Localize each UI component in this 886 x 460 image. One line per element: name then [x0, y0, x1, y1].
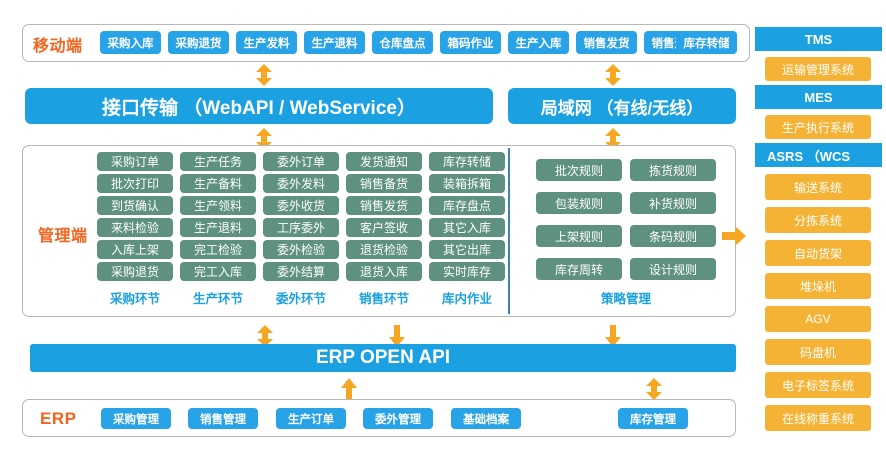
mgmt-c1-item-4[interactable]: 完工检验 [180, 240, 256, 259]
mgmt-c0-item-5[interactable]: 采购退货 [97, 262, 173, 281]
strategy-item-0[interactable]: 批次规则 [536, 159, 622, 181]
mobile-button-7[interactable]: 销售发货 [576, 31, 637, 54]
right-block-automated-rack[interactable]: 自动货架 [765, 240, 871, 266]
mgmt-c2-item-1[interactable]: 委外发料 [263, 174, 339, 193]
right-block-tms[interactable]: TMS [755, 27, 882, 51]
mgmt-c3-item-2[interactable]: 销售发货 [346, 196, 422, 215]
mgmt-c4-item-3[interactable]: 其它入库 [429, 218, 505, 237]
mgmt-c1-item-0[interactable]: 生产任务 [180, 152, 256, 171]
mgmt-c3-item-4[interactable]: 退货检验 [346, 240, 422, 259]
right-block-online-weighing-system[interactable]: 在线称重系统 [765, 405, 871, 431]
mgmt-c1-caption: 生产环节 [192, 292, 243, 306]
strategy-item-7[interactable]: 设计规则 [630, 258, 716, 280]
mgmt-c4-caption: 库内作业 [441, 292, 492, 306]
erp-button-4[interactable]: 基础档案 [451, 408, 521, 429]
strategy-item-5[interactable]: 条码规则 [630, 225, 716, 247]
arrow-api-to-management-icon [255, 128, 273, 150]
right-block-palletizer[interactable]: 码盘机 [765, 339, 871, 365]
erp-open-api-bar: ERP OPEN API [30, 344, 736, 372]
mobile-button-2[interactable]: 生产发料 [236, 31, 297, 54]
erp-button-0[interactable]: 采购管理 [101, 408, 171, 429]
strategy-caption: 策略管理 [600, 292, 651, 306]
management-strategy-divider [508, 148, 510, 314]
right-block-mes[interactable]: MES [755, 85, 882, 109]
erp-button-2[interactable]: 生产订单 [276, 408, 346, 429]
mgmt-c4-item-2[interactable]: 库存盘点 [429, 196, 505, 215]
strategy-item-6[interactable]: 库存周转 [536, 258, 622, 280]
mgmt-c2-item-3[interactable]: 工序委外 [263, 218, 339, 237]
right-block-asrs-wcs[interactable]: ASRS （WCS [755, 143, 882, 167]
right-block-electronic-label-system[interactable]: 电子标签系统 [765, 372, 871, 398]
right-block-mes-subtitle[interactable]: 生产执行系统 [765, 115, 871, 139]
mgmt-c0-item-0[interactable]: 采购订单 [97, 152, 173, 171]
erp-panel-label: ERP [40, 409, 77, 428]
right-block-agv[interactable]: AGV [765, 306, 871, 332]
mgmt-c3-item-5[interactable]: 退货入库 [346, 262, 422, 281]
mgmt-c3-caption: 销售环节 [358, 292, 409, 306]
right-block-sorting-system[interactable]: 分拣系统 [765, 207, 871, 233]
arrow-mobile-to-lan-icon [604, 64, 622, 86]
arrow-management-to-openapi-mid-icon [388, 325, 406, 347]
mobile-button-9[interactable]: 库存转储 [676, 31, 737, 54]
mgmt-c4-item-1[interactable]: 装箱拆箱 [429, 174, 505, 193]
mobile-button-0[interactable]: 采购入库 [100, 31, 161, 54]
mgmt-c2-item-0[interactable]: 委外订单 [263, 152, 339, 171]
mgmt-c1-item-5[interactable]: 完工入库 [180, 262, 256, 281]
arrow-strategy-to-asrs-icon [722, 226, 746, 246]
arrow-strategy-to-openapi-icon [604, 325, 622, 347]
erp-button-1[interactable]: 销售管理 [188, 408, 258, 429]
mgmt-c4-item-4[interactable]: 其它出库 [429, 240, 505, 259]
right-block-conveyor-system[interactable]: 输送系统 [765, 174, 871, 200]
mgmt-c2-caption: 委外环节 [275, 292, 326, 306]
mobile-button-5[interactable]: 箱码作业 [440, 31, 501, 54]
arrow-openapi-to-inventory-icon [645, 378, 663, 400]
api-transport-bar: 接口传输 （WebAPI / WebService） [25, 88, 493, 124]
mobile-button-6[interactable]: 生产入库 [508, 31, 569, 54]
lan-bar: 局域网 （有线/无线） [508, 88, 736, 124]
mgmt-c4-item-5[interactable]: 实时库存 [429, 262, 505, 281]
mgmt-c3-item-3[interactable]: 客户签收 [346, 218, 422, 237]
mobile-button-1[interactable]: 采购退货 [168, 31, 229, 54]
mgmt-c3-item-0[interactable]: 发货通知 [346, 152, 422, 171]
arrow-lan-to-strategy-icon [604, 128, 622, 150]
arrow-mobile-to-api-icon [255, 64, 273, 86]
erp-button-3[interactable]: 委外管理 [363, 408, 433, 429]
strategy-item-3[interactable]: 补货规则 [630, 192, 716, 214]
mgmt-c1-item-1[interactable]: 生产备料 [180, 174, 256, 193]
mobile-button-3[interactable]: 生产退料 [304, 31, 365, 54]
mgmt-c0-item-3[interactable]: 来料检验 [97, 218, 173, 237]
mgmt-c0-item-2[interactable]: 到货确认 [97, 196, 173, 215]
erp-inventory-button[interactable]: 库存管理 [618, 408, 688, 429]
mobile-button-4[interactable]: 仓库盘点 [372, 31, 433, 54]
strategy-item-1[interactable]: 拣货规则 [630, 159, 716, 181]
mgmt-c2-item-4[interactable]: 委外检验 [263, 240, 339, 259]
mgmt-c2-item-5[interactable]: 委外结算 [263, 262, 339, 281]
mgmt-c4-item-0[interactable]: 库存转储 [429, 152, 505, 171]
mgmt-c1-item-2[interactable]: 生产领料 [180, 196, 256, 215]
mgmt-c0-item-4[interactable]: 入库上架 [97, 240, 173, 259]
mgmt-c1-item-3[interactable]: 生产退料 [180, 218, 256, 237]
mobile-panel-label: 移动端 [33, 38, 83, 55]
management-panel-label: 管理端 [38, 228, 88, 245]
strategy-item-4[interactable]: 上架规则 [536, 225, 622, 247]
mgmt-c2-item-2[interactable]: 委外收货 [263, 196, 339, 215]
right-block-stacker-crane[interactable]: 堆垛机 [765, 273, 871, 299]
mgmt-c3-item-1[interactable]: 销售备货 [346, 174, 422, 193]
arrow-openapi-to-erp-icon [340, 378, 358, 400]
right-block-tms-subtitle[interactable]: 运输管理系统 [765, 57, 871, 81]
strategy-item-2[interactable]: 包装规则 [536, 192, 622, 214]
mgmt-c0-caption: 采购环节 [109, 292, 160, 306]
mgmt-c0-item-1[interactable]: 批次打印 [97, 174, 173, 193]
arrow-management-to-openapi-left-icon [256, 325, 274, 347]
